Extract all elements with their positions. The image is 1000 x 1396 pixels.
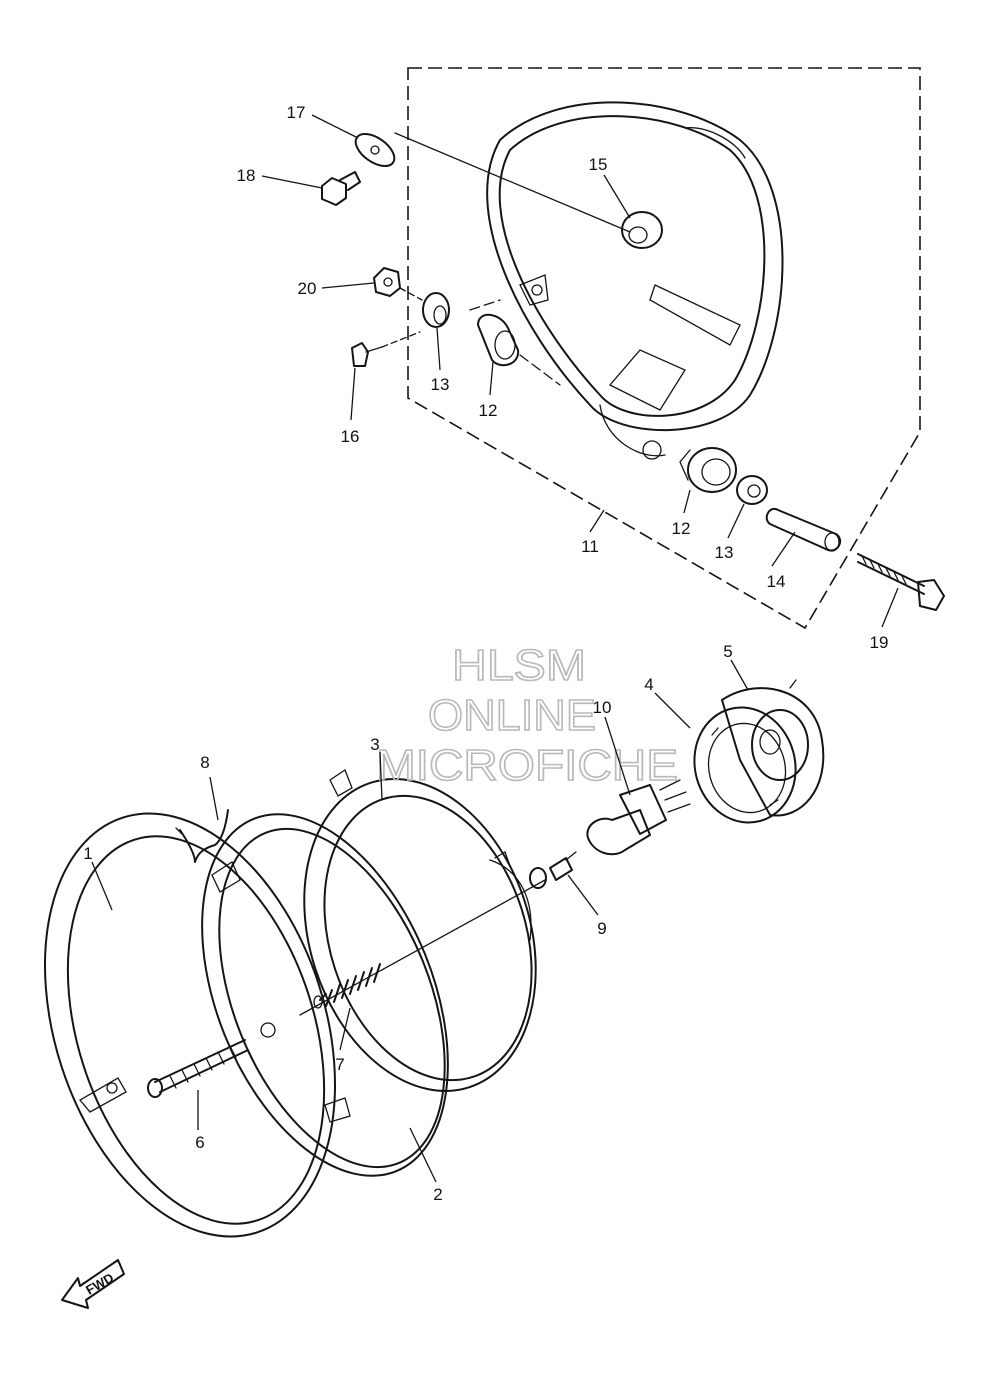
bolt-19 [857,553,945,611]
callout-13-upper: 13 [431,375,450,394]
callout-7: 7 [335,1055,344,1074]
callout-1: 1 [83,844,92,863]
callout-20: 20 [298,279,317,298]
fwd-direction-arrow: FWD [61,1259,125,1309]
callout-13-lower: 13 [715,543,734,562]
callout-12-upper: 12 [479,401,498,420]
callout-19: 19 [870,633,889,652]
callout-labels: 17 18 15 20 13 12 16 12 13 11 14 19 5 4 … [83,103,888,1204]
grommet-15 [621,211,663,249]
callout-8: 8 [200,753,209,772]
lens-unit-2 [201,813,449,1177]
callout-5: 5 [723,642,732,661]
rim-ring-1 [44,812,336,1238]
callout-14: 14 [767,572,786,591]
collar-12-upper [477,313,520,367]
bulb-10 [586,779,691,856]
bolt-18 [321,171,361,206]
callout-17: 17 [287,103,306,122]
clip-8 [175,809,229,863]
callout-15: 15 [589,155,608,174]
headlight-unit-3 [303,769,537,1092]
collar-12-lower [679,447,737,493]
screw-6 [147,1039,249,1098]
watermark-line-2: ONLINE [428,691,596,740]
callout-10: 10 [593,698,612,717]
callout-16: 16 [341,427,360,446]
callout-4: 4 [644,675,653,694]
cover-5 [721,679,825,817]
spring-7 [299,879,546,1016]
washer-17 [354,133,396,167]
fwd-label: FWD [83,1270,116,1298]
callout-6: 6 [195,1133,204,1152]
headlight-body-shell [486,101,784,460]
callout-2: 2 [433,1185,442,1204]
spacer-14 [765,507,842,552]
socket-9 [529,851,577,889]
callout-11: 11 [581,537,599,556]
callout-9: 9 [597,919,606,938]
damper-13-lower [736,475,768,505]
callout-3: 3 [370,735,379,754]
damper-13-upper [422,292,450,328]
callout-18: 18 [237,166,256,185]
callout-12-lower: 12 [672,519,691,538]
nut-20 [373,267,401,297]
watermark-line-3: MICROFICHE [376,741,678,790]
screw-16 [351,331,421,367]
assembly-group-boundary [407,67,921,630]
leader-lines [91,114,899,1183]
socket-cover-4 [693,706,797,824]
watermark: HLSM ONLINE MICROFICHE [375,640,679,791]
watermark-line-1: HLSM [452,641,586,690]
